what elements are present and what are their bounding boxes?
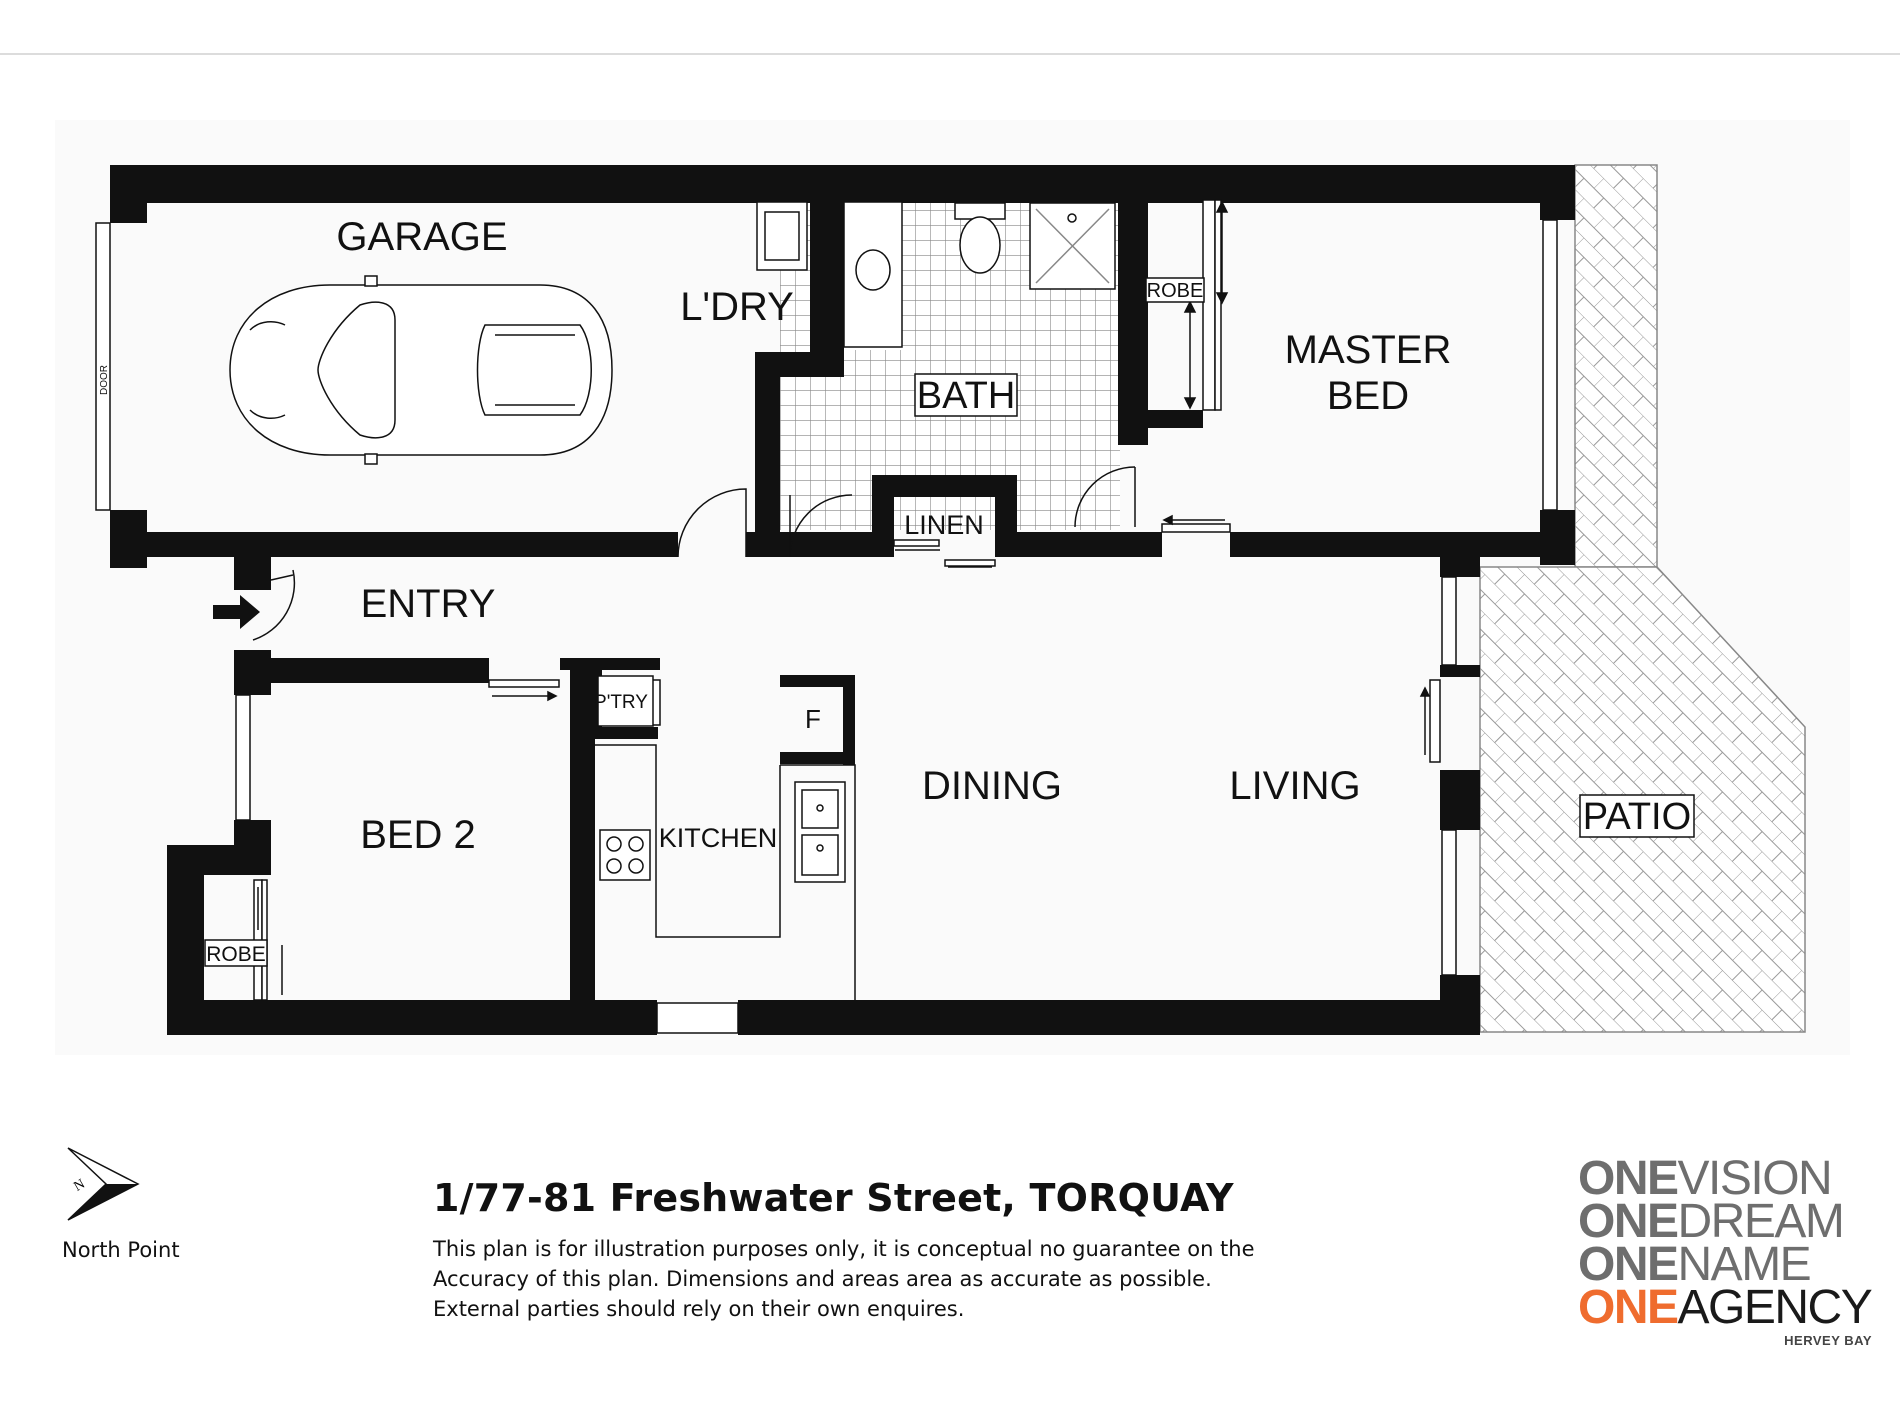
windows [95,219,1558,1034]
patio-label: PATIO [1583,796,1691,838]
dining-label: DINING [922,764,1062,808]
living-window-2 [1441,829,1457,976]
disclaimer-line: External parties should rely on their ow… [433,1297,965,1321]
bed2-label: BED 2 [360,813,476,857]
north-letter: N [72,1177,88,1195]
robe-bed2-label: ROBE [206,943,266,966]
bath-label: BATH [917,375,1016,417]
logo-line-vision: ONEVISION [1578,1155,1878,1203]
disclaimer: This plan is for illustration purposes o… [433,1234,1333,1324]
logo-word: NAME [1677,1238,1812,1291]
property-address: 1/77-81 Freshwater Street, TORQUAY [433,1176,1234,1220]
kitchen-window [656,1002,739,1034]
disclaimer-line: This plan is for illustration purposes o… [433,1237,1255,1261]
living-window-1 [1441,576,1457,666]
logo-line-agency: ONEAGENCY [1578,1284,1878,1332]
door-swings [252,466,1136,641]
logo-word: DREAM [1677,1195,1845,1248]
kitchen-bench [594,744,781,938]
logo-one: ONE [1578,1195,1679,1248]
master-bed-label-line1: MASTER [1285,328,1452,372]
logo-one: ONE [1578,1152,1679,1205]
car-icon [229,275,613,465]
walls [110,165,1575,1035]
cooktop-icon [599,829,651,881]
pantry-label: P'TRY [594,692,648,713]
logo-one: ONE [1578,1238,1679,1291]
garage-door-label: DOOR [99,365,110,395]
logo-word: AGENCY [1677,1281,1873,1334]
linen-label: LINEN [904,510,984,540]
logo-one: ONE [1578,1281,1679,1334]
entry-arrow-icon [213,595,260,629]
master-window [1542,219,1558,511]
logo-word: VISION [1677,1152,1833,1205]
one-agency-logo: ONEVISION ONEDREAM ONENAME ONEAGENCY HER… [1578,1155,1878,1349]
disclaimer-line: Accuracy of this plan. Dimensions and ar… [433,1267,1212,1291]
fixtures [593,201,1116,1000]
pantry-icon [597,675,654,727]
logo-subtitle: HERVEY BAY [1784,1333,1872,1348]
entry-label: ENTRY [361,582,496,626]
logo-line-name: ONENAME [1578,1241,1878,1289]
kitchen-label: KITCHEN [659,823,778,853]
fridge-label: F [805,704,821,734]
master-bed-label-line2: BED [1327,374,1409,418]
robe-master-label: ROBE [1147,280,1204,302]
living-label: LIVING [1229,764,1360,808]
garage-door [95,222,111,511]
logo-line-dream: ONEDREAM [1578,1198,1878,1246]
room-labels: GARAGE L'DRY BATH ROBE MASTER BED LINEN … [204,215,1695,967]
north-arrow-icon: N [67,1147,140,1221]
north-point-label: North Point [62,1238,180,1262]
garage-label: GARAGE [336,215,507,259]
bed2-window [235,694,251,821]
arrows [257,200,1431,995]
laundry-label: L'DRY [680,285,794,329]
